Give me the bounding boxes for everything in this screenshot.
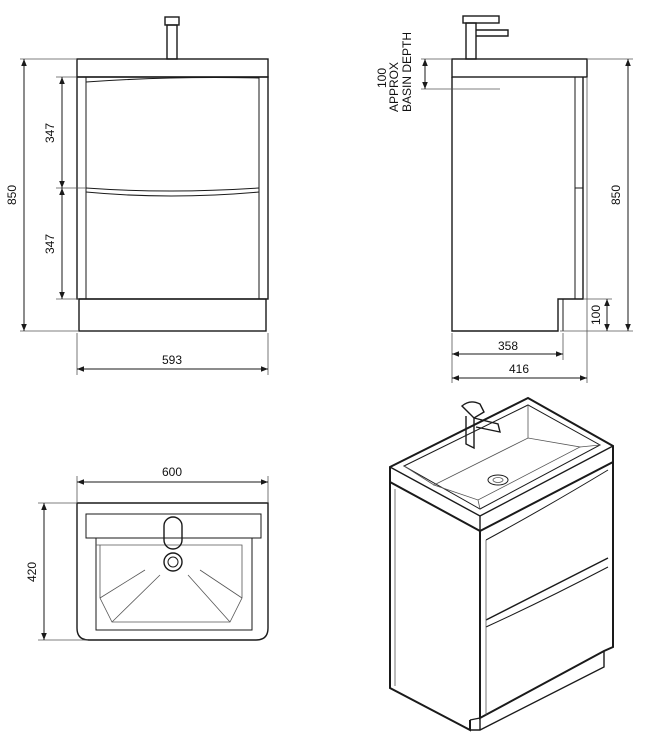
basin-depth-note-2: APPROX bbox=[387, 62, 401, 112]
side-height-label: 850 bbox=[609, 185, 623, 205]
cabinet-body-front bbox=[76, 76, 269, 300]
top-width-label: 600 bbox=[162, 465, 182, 479]
tap-side-icon bbox=[462, 15, 509, 60]
drawer-upper-height-label: 347 bbox=[43, 123, 57, 143]
top-view: 600 420 bbox=[25, 465, 269, 641]
basin-top-side bbox=[451, 58, 588, 78]
drawer-divider-iso bbox=[485, 557, 609, 621]
tap-iso-icon bbox=[460, 401, 501, 450]
plinth-front bbox=[78, 298, 267, 332]
overall-depth-label: 416 bbox=[509, 362, 529, 376]
drawer-divider bbox=[85, 187, 260, 192]
tap-top-icon bbox=[163, 516, 183, 572]
front-width-label: 593 bbox=[162, 353, 182, 367]
drawer-upper-curve bbox=[85, 77, 260, 83]
cabinet-depth-label: 358 bbox=[498, 339, 518, 353]
tap-front-icon bbox=[164, 16, 180, 60]
plinth-height-label: 100 bbox=[589, 305, 603, 325]
basin-top-front bbox=[76, 58, 269, 78]
front-height-label: 850 bbox=[5, 185, 19, 205]
drawer-lower-height-label: 347 bbox=[43, 234, 57, 254]
basin-outline-top bbox=[76, 502, 269, 641]
basin-depth-note-1: 100 bbox=[375, 68, 389, 88]
drain-iso-icon bbox=[487, 474, 509, 486]
cabinet-body-side bbox=[451, 77, 584, 332]
side-view: 100 APPROX BASIN DEPTH 850 100 358 416 bbox=[375, 15, 633, 383]
top-depth-label: 420 bbox=[25, 562, 39, 582]
cabinet-side-iso bbox=[389, 482, 471, 732]
front-view: 850 347 347 593 bbox=[5, 16, 269, 375]
basin-depth-note-3: BASIN DEPTH bbox=[400, 32, 414, 112]
isometric-view bbox=[389, 396, 614, 732]
